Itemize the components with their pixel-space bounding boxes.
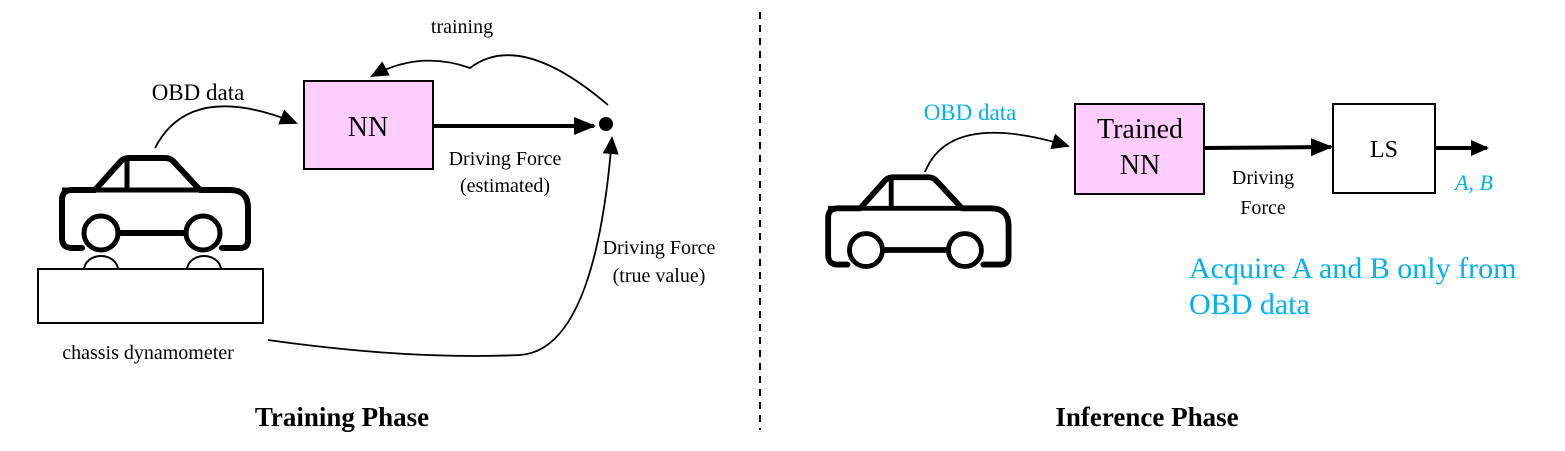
obd-arrow xyxy=(154,105,298,149)
roller-icon xyxy=(185,255,223,271)
output-label: A, B xyxy=(1453,170,1493,195)
trained-nn-box xyxy=(1074,103,1205,195)
driving-force-arrow xyxy=(1203,138,1333,157)
training-label: training xyxy=(431,16,493,38)
training-phase: chassis dynamometer NN OBD data Driving … xyxy=(37,16,716,432)
training-arrow xyxy=(370,54,609,106)
chassis-dynamometer xyxy=(37,268,264,324)
driving-force-label: Driving xyxy=(1232,167,1294,189)
inference-phase: OBD data Trained NN Driving Force LS A, … xyxy=(828,100,1516,432)
inference-phase-title: Inference Phase xyxy=(1055,402,1238,432)
obd-label: OBD data xyxy=(152,80,245,105)
compare-node xyxy=(599,117,613,131)
trained-nn-label-sub: NN xyxy=(1120,150,1160,181)
estimated-label: Driving Force xyxy=(449,148,562,170)
roller-icon xyxy=(82,255,120,271)
note-text: Acquire A and B only from xyxy=(1189,252,1516,285)
ls-label: LS xyxy=(1370,137,1398,163)
car-icon xyxy=(828,177,1008,266)
driving-force-label-sub: Force xyxy=(1240,197,1286,219)
obd-arrow xyxy=(924,131,1070,173)
note-text-sub: OBD data xyxy=(1189,288,1310,321)
true-value-label: Driving Force xyxy=(603,237,716,259)
training-phase-title: Training Phase xyxy=(255,402,429,432)
obd-label: OBD data xyxy=(924,100,1017,125)
true-value-arrow xyxy=(267,136,619,357)
ls-box xyxy=(1332,103,1436,194)
car-icon xyxy=(62,158,248,250)
trained-nn-label: Trained xyxy=(1097,114,1183,145)
true-value-label-sub: (true value) xyxy=(613,265,706,287)
dyno-label: chassis dynamometer xyxy=(62,342,234,364)
nn-box xyxy=(303,80,434,170)
estimated-label-sub: (estimated) xyxy=(460,175,550,197)
nn-label: NN xyxy=(348,112,388,143)
